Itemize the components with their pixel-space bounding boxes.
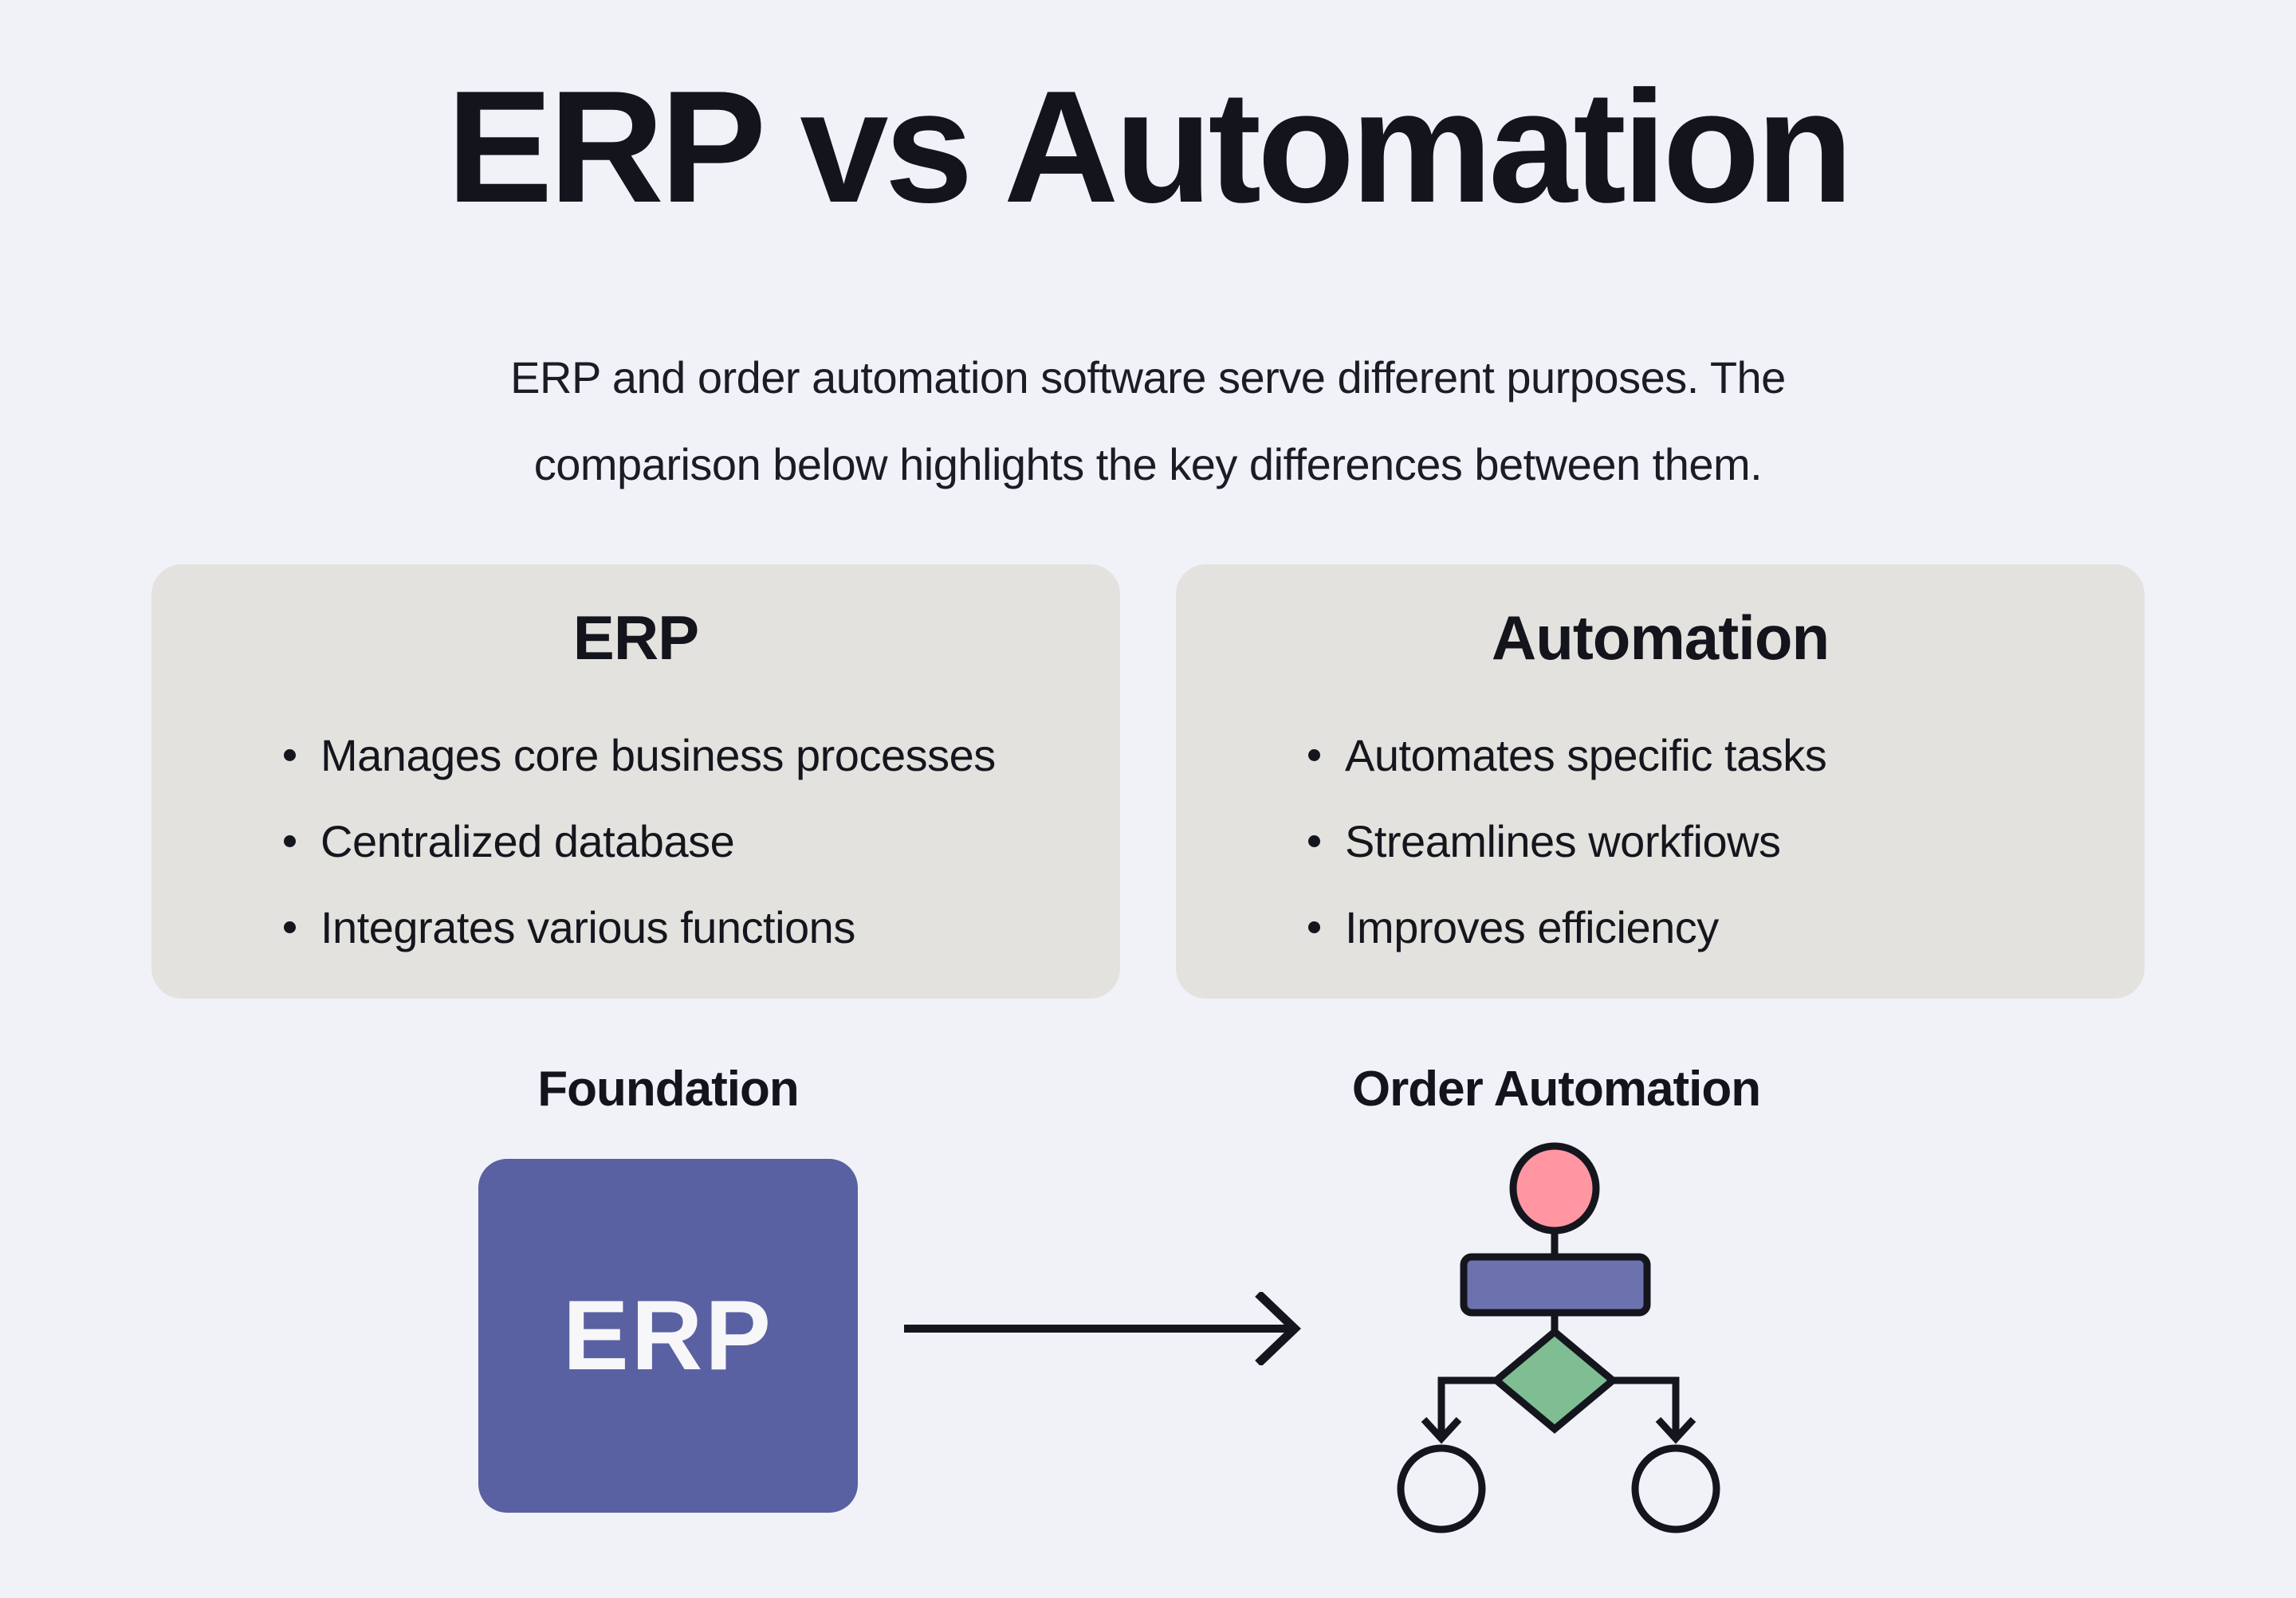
erp-card-bullet-list: Manages core business processes Centrali… [207,730,1064,953]
erp-foundation-box: ERP [478,1159,858,1513]
flow-diagram-section: Foundation Order Automation ERP [0,1043,2296,1593]
right-arrow-icon [904,1292,1301,1365]
page-title: ERP vs Automation [446,58,1854,236]
automation-card-title: Automation [1491,603,1830,673]
process-rectangle [1460,1253,1651,1317]
comparison-cards-row: ERP Manages core business processes Cent… [0,564,2296,999]
list-item: Automates specific tasks [1308,730,2089,781]
order-automation-flowchart [1397,1142,1720,1533]
decision-diamond [1490,1327,1619,1434]
arrowhead-down-right-icon [1655,1416,1696,1444]
order-automation-label: Order Automation [1351,1062,1761,1117]
page-subtitle-line-1: ERP and order automation software serve … [510,352,1786,402]
list-item: Improves efficiency [1308,902,2089,953]
arrowhead-down-left-icon [1421,1416,1462,1444]
outcome-circle-left [1397,1444,1486,1533]
foundation-label: Foundation [537,1062,799,1117]
erp-card: ERP Manages core business processes Cent… [151,564,1120,999]
list-item: Integrates various functions [284,902,1064,953]
list-item: Streamlines workfiows [1308,816,2089,867]
list-item: Centralized database [284,816,1064,867]
outcome-circle-right [1631,1444,1720,1533]
erp-card-title: ERP [572,603,699,673]
page-subtitle-line-2: comparison below highlights the key diff… [533,439,1763,489]
branch-left [1437,1376,1500,1435]
automation-card: Automation Automates specific tasks Stre… [1176,564,2145,999]
list-item: Manages core business processes [284,730,1064,781]
branch-right [1609,1376,1680,1435]
page-subtitle: ERP and order automation software serve … [311,334,1985,508]
automation-card-bullet-list: Automates specific tasks Streamlines wor… [1232,730,2089,953]
start-ellipse [1509,1142,1600,1235]
erp-box-label: ERP [563,1281,773,1391]
